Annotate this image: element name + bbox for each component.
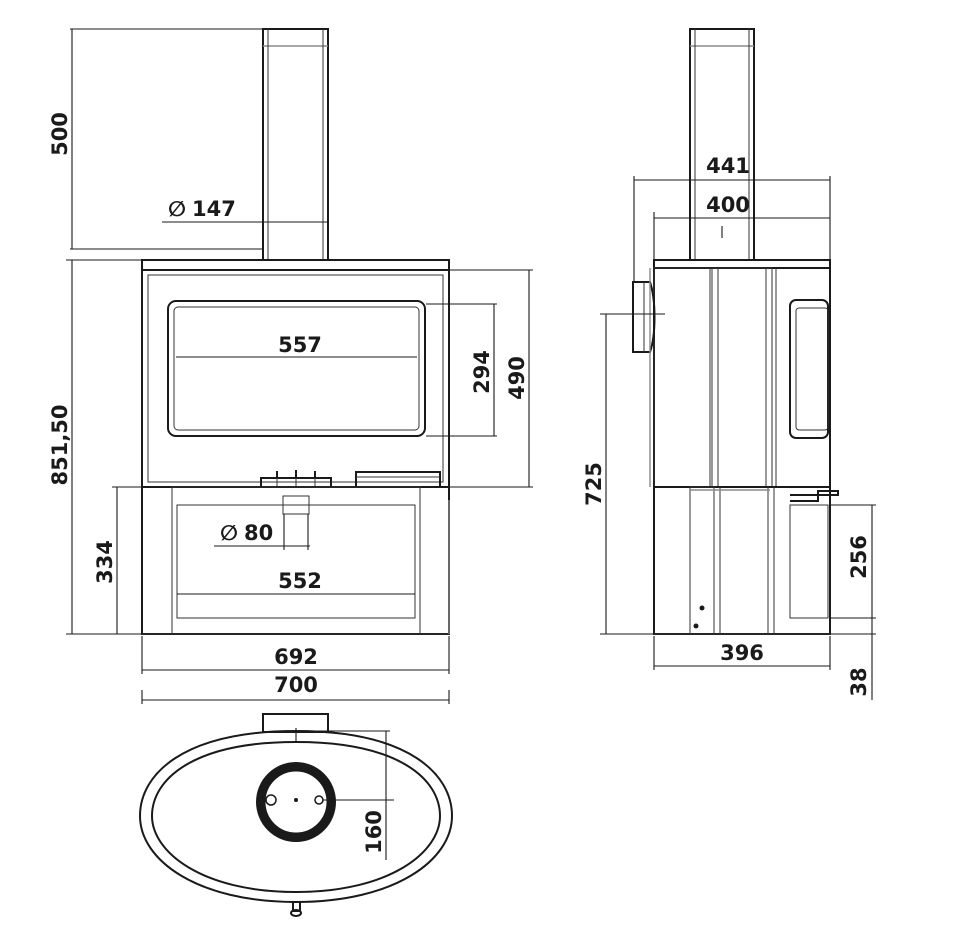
side-flue-pipe <box>689 28 755 261</box>
side-stove-body <box>632 259 831 488</box>
side-base <box>653 486 839 635</box>
dim-firebox-height: 490 <box>450 269 533 488</box>
dim-flue-center-height: 725 <box>582 313 665 635</box>
dim-flue-height: 500 <box>48 28 262 250</box>
dim-inlet-diameter: ∅ 80 <box>214 514 310 550</box>
dim-body-depth: 400 <box>653 193 830 259</box>
dim-label-overall-depth: 441 <box>706 154 750 178</box>
dim-label-flue-center-height: 725 <box>582 462 606 506</box>
dim-label-base-height: 334 <box>93 540 117 584</box>
front-base <box>141 486 450 635</box>
side-view: 441 400 725 396 256 <box>582 28 876 700</box>
top-view: 160 <box>138 713 454 917</box>
dim-label-top-width: 700 <box>274 673 318 697</box>
dim-top-width: 700 <box>141 673 450 704</box>
dim-flue-diameter: ∅ 147 <box>162 197 327 223</box>
diameter-symbol-icon: ∅ <box>220 521 238 545</box>
front-stove-body <box>141 259 450 488</box>
dim-label-flue-height: 500 <box>48 112 72 156</box>
dim-log-store-height: 256 <box>830 504 876 619</box>
dim-label-foot-height: 38 <box>847 667 871 696</box>
dim-label-total-height: 851,50 <box>48 404 72 485</box>
dim-label-log-store-width: 552 <box>278 569 322 593</box>
dim-label-base-depth: 396 <box>720 641 764 665</box>
dim-label-glass-width: 557 <box>278 333 322 357</box>
dim-flue-offset: 160 <box>300 730 394 860</box>
dim-base-height: 334 <box>93 486 141 635</box>
dim-label-firebox-height: 490 <box>505 356 529 400</box>
dim-total-height: 851,50 <box>48 259 141 635</box>
dim-label-flue-diameter: 147 <box>192 197 236 221</box>
diameter-symbol-icon: ∅ <box>168 197 186 221</box>
dim-label-flue-offset: 160 <box>362 810 386 854</box>
dim-label-log-store-height: 256 <box>847 535 871 579</box>
front-flue-pipe <box>262 28 329 261</box>
dim-base-depth: 396 <box>653 636 831 670</box>
dim-foot-height: 38 <box>830 618 876 700</box>
dim-log-store-width: 552 <box>177 569 415 595</box>
dim-glass-height: 294 <box>426 303 497 437</box>
dim-label-glass-height: 294 <box>470 350 494 394</box>
dim-label-body-depth: 400 <box>706 193 750 217</box>
front-view: 500 ∅ 147 851,50 557 294 <box>48 28 533 704</box>
dim-label-body-width: 692 <box>274 645 318 669</box>
dim-glass-width: 557 <box>176 333 417 358</box>
dim-label-inlet-diameter: 80 <box>244 521 273 545</box>
dim-body-width: 692 <box>141 636 450 674</box>
dim-overall-depth: 441 <box>633 154 831 281</box>
